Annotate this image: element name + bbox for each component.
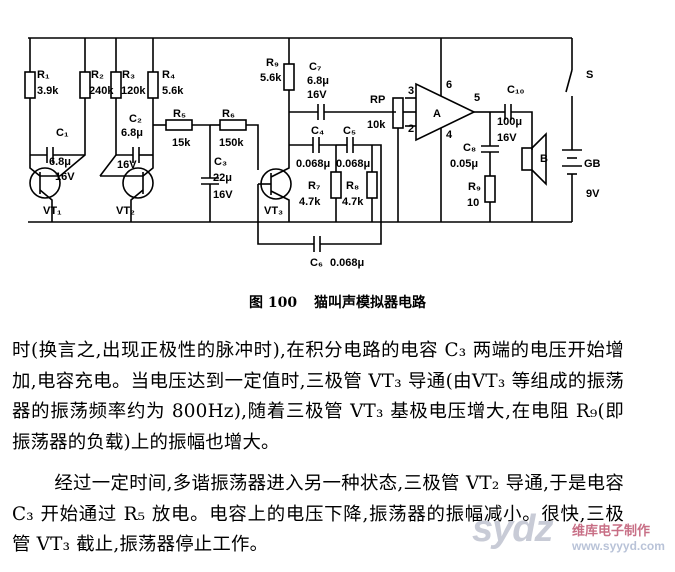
label-c4: C₄ (311, 125, 324, 137)
label-c2-value: 6.8μ (121, 127, 143, 139)
label-r1: R₁ (37, 69, 50, 81)
label-c2: C₂ (129, 113, 142, 125)
label-pin6: 6 (446, 79, 452, 91)
resistor-r9-top (283, 38, 295, 145)
transistor-vt3 (258, 145, 292, 222)
label-c7-value: 6.8μ (307, 75, 329, 87)
label-r7-value: 4.7k (299, 196, 321, 208)
label-c6-value: 0.068μ (330, 257, 364, 269)
label-c3: C₃ (214, 156, 227, 168)
switch-s (565, 38, 573, 150)
label-r3: R₃ (122, 69, 135, 81)
watermark-logo: sydz (472, 508, 553, 550)
label-pin5: 5 (474, 92, 480, 104)
label-speaker-b: B (540, 153, 548, 165)
label-c1-value: 6.8μ (49, 156, 71, 168)
capacitor-c8 (481, 112, 499, 176)
label-pin4: 4 (446, 129, 453, 141)
capacitor-c1 (30, 147, 85, 163)
circuit-diagram: R₁ 3.9k R₂ 240k R₃ 120k R₄ 5.6k C₁ 6.8μ … (24, 37, 601, 269)
caption-number: 图 100 (249, 295, 298, 311)
label-r2: R₂ (91, 69, 104, 81)
resistor-r1 (24, 38, 36, 155)
label-c3-voltage: 16V (213, 189, 233, 201)
label-c4-value: 0.068μ (296, 158, 330, 170)
label-r4-value: 5.6k (162, 85, 184, 97)
capacitor-c10 (490, 104, 533, 150)
capacitor-c5 (336, 137, 372, 153)
label-r8: R₈ (346, 180, 359, 192)
label-r6-value: 150k (219, 137, 244, 149)
label-r4: R₄ (162, 69, 175, 81)
resistor-r4 (147, 38, 159, 155)
watermark-url: www.syyyd.com (572, 539, 665, 553)
label-r9-top: R₉ (266, 57, 279, 69)
label-rp-value: 10k (367, 119, 386, 131)
label-r7: R₇ (308, 180, 320, 192)
capacitor-c4 (289, 137, 336, 153)
label-r8-value: 4.7k (342, 196, 364, 208)
capacitor-c7 (289, 104, 396, 120)
label-r2-value: 240k (89, 85, 114, 97)
label-r5: R₅ (173, 108, 186, 120)
resistor-r7 (330, 145, 342, 222)
label-c10-value: 100μ (497, 116, 522, 128)
amplifier-a (405, 38, 490, 222)
label-c7: C₇ (309, 61, 321, 73)
potentiometer-rp (392, 97, 416, 222)
label-c3-value: 22μ (213, 172, 232, 184)
resistor-r6 (210, 119, 259, 170)
paragraph-2: 经过一定时间,多谐振荡器进入另一种状态,三极管 VT₂ 导通,于是电容 C₃ 开… (12, 473, 624, 555)
label-c10: C₁₀ (507, 84, 524, 96)
resistor-r9-bottom (484, 175, 496, 222)
capacitor-c6 (257, 144, 382, 252)
label-pin3: 3 (408, 85, 414, 97)
label-rp: RP (370, 94, 385, 106)
label-pin2: 2 (408, 123, 414, 135)
speaker-b (521, 132, 547, 222)
transistor-vt2 (100, 155, 154, 222)
figure-caption: 图 100 猫叫声模拟器电路 (0, 292, 675, 312)
watermark: sydz 维库电子制作 www.syyyd.com (470, 508, 675, 572)
label-switch-s: S (586, 69, 593, 81)
label-vt3: VT₃ (264, 205, 283, 217)
capacitor-c3 (201, 125, 219, 222)
watermark-brand: 维库电子制作 (572, 523, 651, 538)
label-r3-value: 120k (121, 85, 146, 97)
label-c5: C₅ (343, 125, 356, 137)
caption-title: 猫叫声模拟器电路 (313, 295, 426, 311)
paragraph-1: 时(换言之,出现正极性的脉冲时),在积分电路的电容 C₃ 两端的电压开始增加,电… (12, 340, 624, 453)
label-c5-value: 0.068μ (336, 158, 370, 170)
resistor-r5 (153, 119, 210, 131)
label-vt2: VT₂ (116, 205, 135, 217)
label-c2-voltage: 16V (117, 159, 137, 171)
label-c1-voltage: 16V (55, 171, 75, 183)
label-r6: R₆ (222, 108, 235, 120)
label-battery-gb: GB (584, 158, 601, 170)
label-amp-a: A (433, 108, 441, 120)
transistor-vt1 (29, 155, 61, 222)
label-c7-voltage: 16V (307, 89, 327, 101)
label-c6: C₆ (310, 257, 323, 269)
label-c8: C₈ (463, 142, 476, 154)
label-battery-value: 9V (586, 188, 600, 200)
label-vt1: VT₁ (43, 205, 62, 217)
label-r9-top-value: 5.6k (260, 72, 282, 84)
label-c10-voltage: 16V (497, 132, 517, 144)
label-r9-bottom: R₉ (468, 181, 481, 193)
capacitor-c2 (116, 147, 153, 163)
label-r9-bottom-value: 10 (467, 197, 479, 209)
label-c8-value: 0.05μ (450, 158, 478, 170)
label-r5-value: 15k (172, 137, 191, 149)
resistor-r8 (366, 145, 378, 222)
battery-gb (562, 149, 582, 222)
label-c1: C₁ (56, 127, 69, 139)
label-r1-value: 3.9k (37, 85, 59, 97)
